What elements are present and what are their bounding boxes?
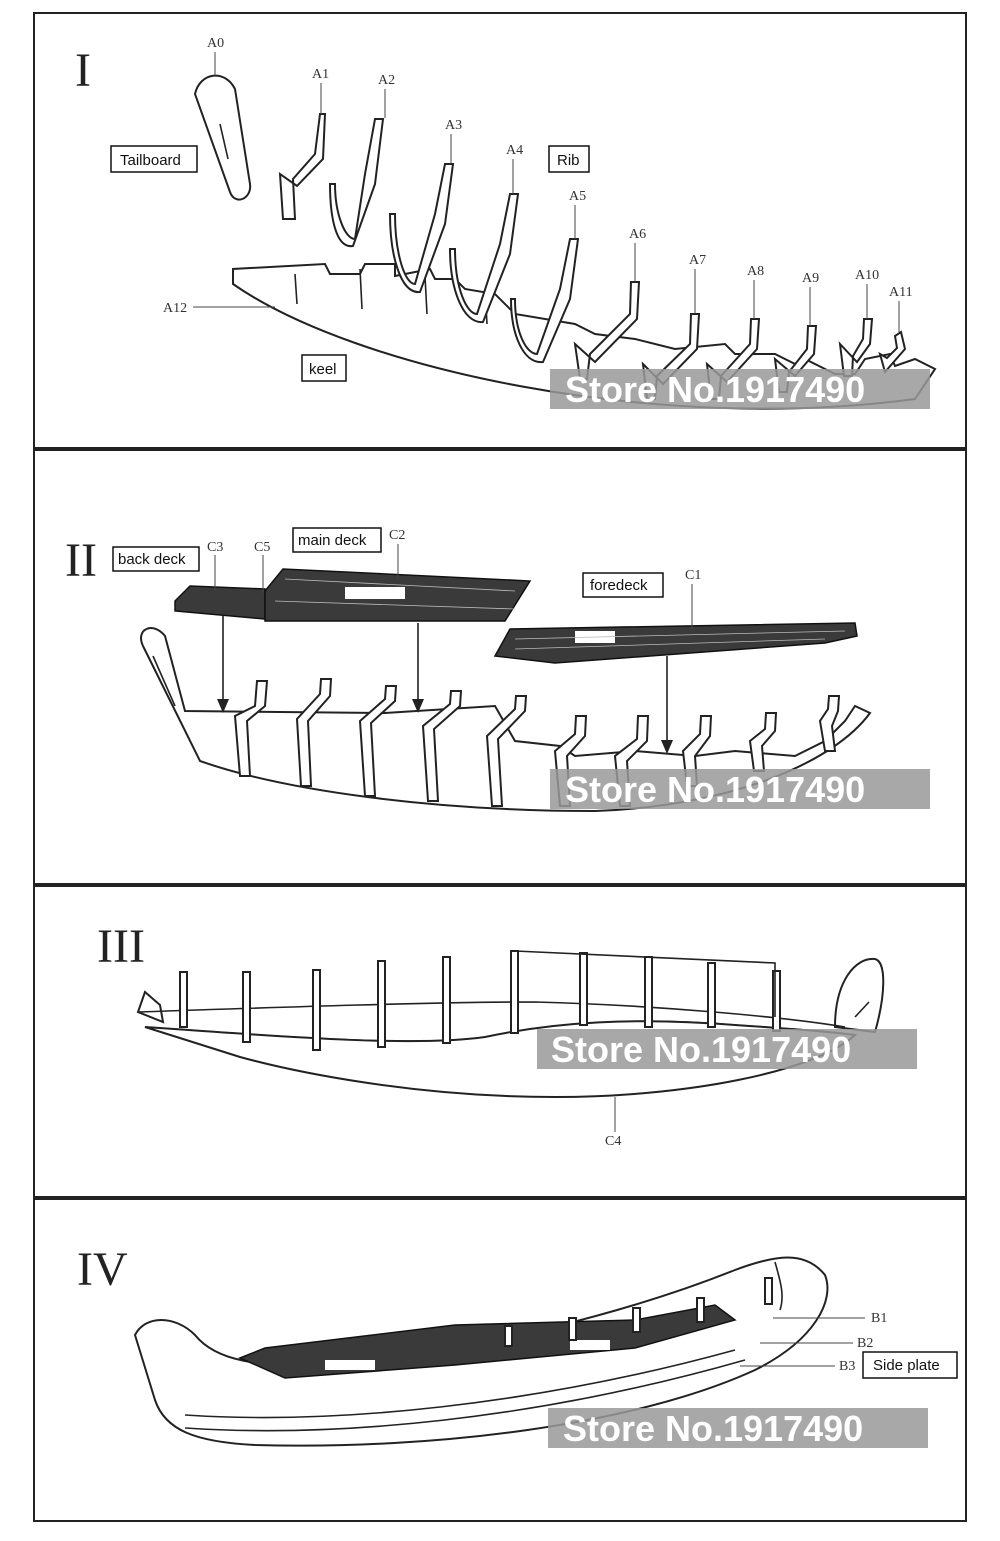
- part-label-a4: A4: [506, 143, 523, 158]
- hull-frame-diagram: III C4 Store No.1917490: [97, 920, 917, 1149]
- installed-deck: [238, 1304, 737, 1379]
- step-1-panel: I A0 A1 A2 A3 A4 A5 A6 A7 A8 A9 A10 A11: [33, 12, 967, 449]
- part-label-a8: A8: [747, 264, 764, 279]
- bow-piece: [833, 957, 885, 1034]
- watermark: Store No.1917490: [563, 1408, 863, 1449]
- stern-piece: [136, 990, 165, 1024]
- rib-label: Rib: [557, 152, 580, 169]
- step-numeral: III: [97, 920, 145, 973]
- part-label-a10: A10: [855, 268, 879, 283]
- step-numeral: I: [75, 44, 91, 97]
- part-label-c5: C5: [254, 540, 270, 555]
- part-label-c1: C1: [685, 568, 701, 583]
- foredeck-part: [493, 622, 858, 664]
- main-deck-label: main deck: [298, 532, 367, 549]
- part-label-a2: A2: [378, 73, 395, 88]
- part-label-a0: A0: [207, 36, 224, 51]
- keel-and-ribs-diagram: I A0 A1 A2 A3 A4 A5 A6 A7 A8 A9 A10 A11: [75, 36, 937, 410]
- part-label-c4: C4: [605, 1134, 621, 1149]
- deck-installation-diagram: II C3 C5 C2 C1 back deck main deck for: [65, 527, 930, 813]
- step-3-panel: III C4 Store No.1917490: [33, 885, 967, 1198]
- part-label-b2: B2: [857, 1336, 873, 1351]
- part-label-a7: A7: [689, 253, 706, 268]
- part-label-a6: A6: [629, 227, 646, 242]
- part-label-b3: B3: [839, 1359, 855, 1374]
- part-label-a9: A9: [802, 271, 819, 286]
- bulwark-posts: [504, 1277, 773, 1347]
- keel-label: keel: [309, 361, 337, 378]
- part-label-a5: A5: [569, 189, 586, 204]
- part-label-c2: C2: [389, 528, 405, 543]
- part-label-a11: A11: [889, 285, 913, 300]
- back-deck-label: back deck: [118, 551, 186, 568]
- side-plate-label: Side plate: [873, 1357, 940, 1374]
- watermark: Store No.1917490: [565, 769, 865, 810]
- watermark: Store No.1917490: [565, 369, 865, 410]
- back-deck-part: [174, 585, 266, 620]
- step-numeral: II: [65, 534, 97, 587]
- part-label-c3: C3: [207, 540, 223, 555]
- tailboard-label: Tailboard: [120, 152, 181, 169]
- part-label-a1: A1: [312, 67, 329, 82]
- foredeck-label: foredeck: [590, 577, 648, 594]
- step-4-panel: IV B1 B2 B3 Side plate Store No.1917490: [33, 1198, 967, 1522]
- rib-parts-large: [278, 113, 580, 364]
- watermark: Store No.1917490: [551, 1029, 851, 1070]
- part-label-a3: A3: [445, 118, 462, 133]
- part-label-b1: B1: [871, 1311, 887, 1326]
- part-label-a12: A12: [163, 301, 187, 316]
- step-2-panel: II C3 C5 C2 C1 back deck main deck for: [33, 449, 967, 885]
- step-numeral: IV: [77, 1243, 128, 1296]
- side-plate-diagram: IV B1 B2 B3 Side plate Store No.1917490: [77, 1243, 958, 1449]
